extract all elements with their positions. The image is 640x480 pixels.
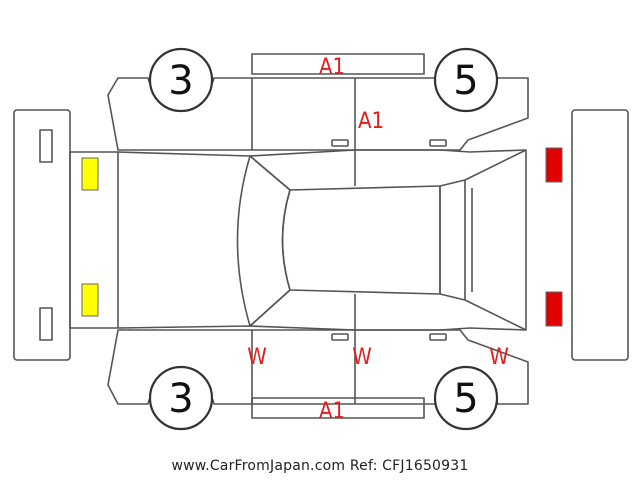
bottom-side-profile [107,329,529,419]
damage-mark-front-door-bottom: W [247,345,267,370]
headlight-bottom-icon [81,283,99,317]
tire-marker-rear-top: 5 [453,58,478,104]
tire-front-top-circle [148,47,214,113]
taillight-bottom-icon [545,291,563,327]
damage-mark-bottom-side: A1 [319,399,345,424]
footer-reference: www.CarFromJapan.com Ref: CFJ1650931 [171,458,469,474]
tire-rear-top-circle [433,47,499,113]
tire-rear-bottom-circle [433,365,499,431]
damage-mark-rear-door-bottom: W [352,345,372,370]
tire-marker-front-bottom: 3 [168,376,193,422]
front-bumper [13,109,71,361]
tire-marker-front-top: 3 [168,58,193,104]
tire-marker-rear-bottom: 5 [453,376,478,422]
rear-bumper [571,109,629,361]
tire-front-bottom-circle [148,365,214,431]
car-body-top-view [69,149,527,331]
taillight-top-icon [545,147,563,183]
damage-mark-rear-quarter-bottom: W [489,345,509,370]
damage-mark-rear-door-top: A1 [358,109,384,134]
damage-mark-top-side: A1 [319,55,345,80]
headlight-top-icon [81,157,99,191]
